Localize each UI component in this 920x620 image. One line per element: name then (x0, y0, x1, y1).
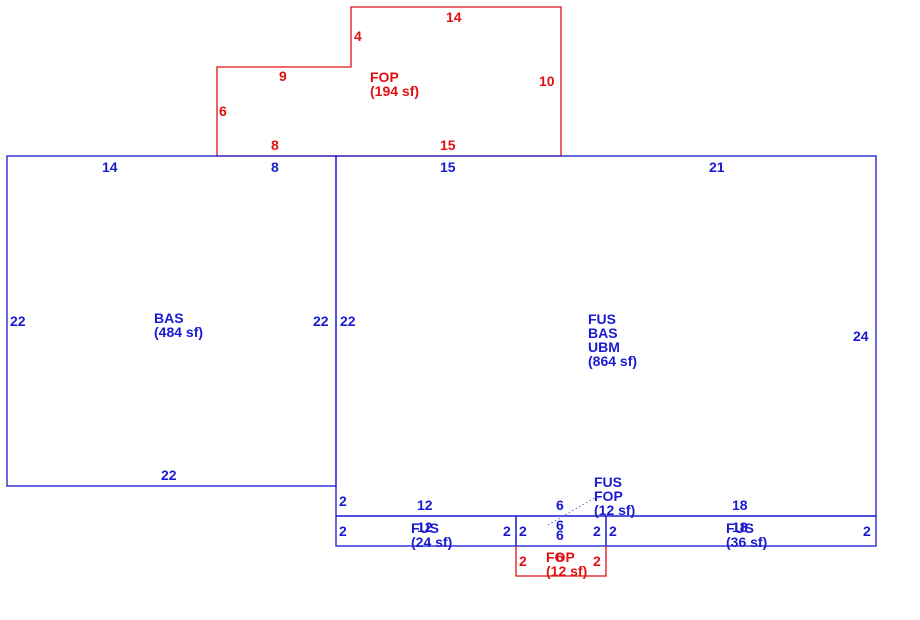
label-bottom-fop-code: FOP (546, 549, 575, 565)
label-small-fop-code-2: FOP (594, 488, 623, 504)
dim-strip-right-overlap: 18 (732, 519, 748, 535)
dim-center-bottom: 6 (556, 527, 564, 543)
dim-main-right: 24 (853, 328, 869, 344)
dim-strip-left-side: 2 (339, 523, 347, 539)
dim-center-left: 2 (519, 523, 527, 539)
bottom-fop-outline (515, 546, 607, 577)
leader-line (547, 496, 597, 526)
dim-top-fop-left: 6 (219, 103, 227, 119)
dim-center-top: 6 (556, 517, 564, 533)
dim-top-fop-top: 14 (446, 9, 462, 25)
dim-left-bas-left: 22 (10, 313, 26, 329)
label-main-area: (864 sf) (588, 353, 637, 369)
dim-bottom-mid-top-right: 18 (732, 497, 748, 513)
dim-top-fop-bottom-left: 8 (271, 137, 279, 153)
dim-bottom-fop-right: 2 (593, 553, 601, 569)
strip-right-outline (605, 515, 877, 547)
label-top-fop-code: FOP (370, 69, 399, 85)
label-main-code-2: BAS (588, 325, 618, 341)
dim-top-fop-bottom-right: 15 (440, 137, 456, 153)
label-top-fop-area: (194 sf) (370, 83, 419, 99)
dim-left-bas-bottom: 22 (161, 467, 177, 483)
label-strip-left-area: (24 sf) (411, 534, 452, 550)
dim-center-right: 2 (593, 523, 601, 539)
dim-top-fop-step-side: 4 (354, 28, 362, 44)
dim-main-top-left: 15 (440, 159, 456, 175)
dim-main-left: 22 (340, 313, 356, 329)
label-main-code-1: FUS (588, 311, 616, 327)
dim-top-fop-right: 10 (539, 73, 555, 89)
label-strip-right-area: (36 sf) (726, 534, 767, 550)
label-strip-left-code: FUS (411, 520, 439, 536)
dim-bottom-fop-overlap: 6 (556, 549, 564, 565)
dim-main-top-right: 21 (709, 159, 725, 175)
dim-main-left-lower: 2 (339, 493, 347, 509)
dim-bottom-mid-top-center: 6 (556, 497, 564, 513)
dim-left-bas-right: 22 (313, 313, 329, 329)
dim-strip-left-overlap: 12 (417, 519, 433, 535)
label-bottom-fop-area: (12 sf) (546, 563, 587, 579)
label-left-bas-area: (484 sf) (154, 324, 203, 340)
dim-left-bas-top: 14 (102, 159, 118, 175)
label-small-fop-area: (12 sf) (594, 502, 635, 518)
dim-top-fop-step-top: 9 (279, 68, 287, 84)
dim-bottom-fop-left: 2 (519, 553, 527, 569)
dim-strip-left-inner: 2 (503, 523, 511, 539)
dim-strip-right-side: 2 (863, 523, 871, 539)
dim-strip-right-left: 2 (609, 523, 617, 539)
dim-left-bas-top-right: 8 (271, 159, 279, 175)
label-strip-right-code: FUS (726, 520, 754, 536)
dim-bottom-mid-top-left: 12 (417, 497, 433, 513)
label-main-code-3: UBM (588, 339, 620, 355)
label-small-fop-code-1: FUS (594, 474, 622, 490)
label-left-bas-code: BAS (154, 310, 184, 326)
